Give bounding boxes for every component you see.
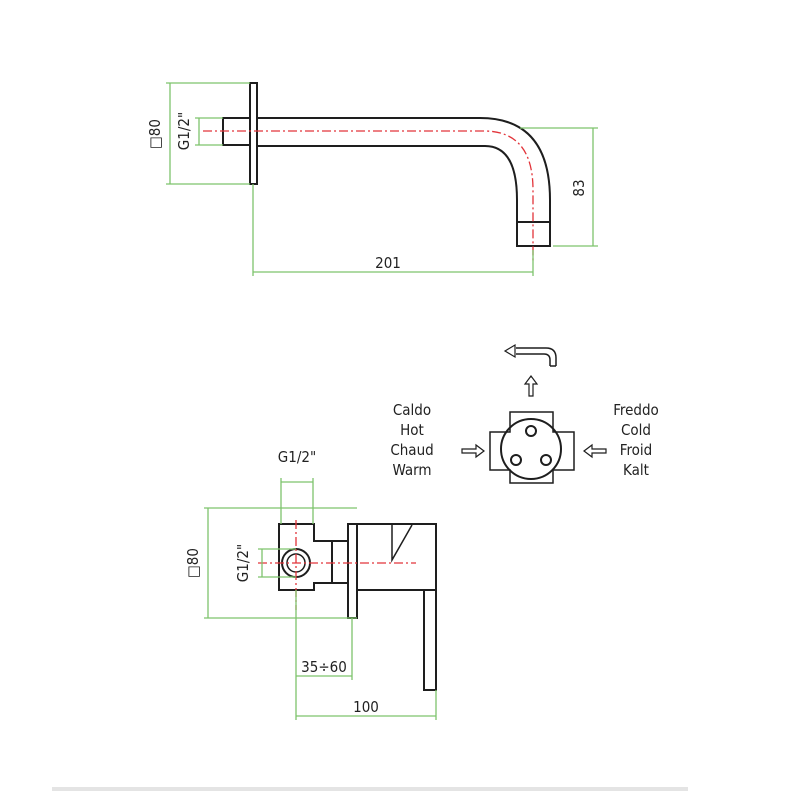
arrow-up-icon: [523, 375, 539, 397]
mixer-handle-body: [356, 523, 437, 591]
cold-label: Froid: [620, 441, 652, 459]
spout-aerator: [516, 221, 551, 247]
mixer-lever: [423, 589, 437, 691]
spout-height-label: 83: [570, 179, 588, 196]
spout-pipe-inner: [257, 145, 518, 222]
outlet-port-icon: [525, 425, 537, 437]
hot-inlet-arrow-icon: [461, 443, 485, 459]
hot-port-icon: [510, 454, 522, 466]
cold-label: Kalt: [623, 461, 649, 479]
spout-symbol-icon: [516, 347, 557, 367]
spout-wall-plate: [249, 82, 258, 185]
cold-label: Freddo: [613, 401, 659, 419]
hot-label: Chaud: [390, 441, 433, 459]
mixer-body-outline: [489, 411, 575, 484]
mixer-cover-plate: [347, 523, 358, 619]
spout-plate-size-label: □80: [146, 119, 164, 149]
spout-pipe-outer: [257, 117, 551, 222]
hot-label: Caldo: [393, 401, 431, 419]
mixer-cartridge-body: [278, 523, 333, 591]
cold-port-icon: [540, 454, 552, 466]
footer-divider: [52, 787, 688, 791]
mixer-thread-side-label: G1/2": [234, 544, 252, 582]
cold-label: Cold: [621, 421, 651, 439]
mixer-body-symbol: [461, 411, 607, 484]
spout-center-axis: [203, 130, 534, 262]
spout-length-label: 201: [375, 254, 401, 272]
spout-view: □80 G1/2" 83 201: [146, 82, 598, 276]
arrow-left-icon: [503, 343, 516, 359]
cold-inlet-arrow-icon: [583, 443, 607, 459]
mixer-length-label: 100: [353, 698, 379, 716]
mixer-depth-range-label: 35÷60: [301, 658, 347, 676]
mixer-handle-detail: [391, 524, 413, 563]
mixer-view: G1/2" G1/2" □80 35÷60 100: [184, 448, 437, 720]
hot-label: Hot: [400, 421, 424, 439]
cold-legend: Freddo Cold Froid Kalt: [613, 401, 659, 479]
mixer-thread-top-label: G1/2": [278, 448, 316, 466]
outlet-symbol: [503, 343, 557, 397]
hot-legend: Caldo Hot Chaud Warm: [390, 401, 433, 479]
hot-label: Warm: [392, 461, 431, 479]
spout-thread-label: G1/2": [175, 112, 193, 150]
mixer-plate-size-label: □80: [184, 548, 202, 578]
mixer-body-circle: [500, 418, 562, 480]
